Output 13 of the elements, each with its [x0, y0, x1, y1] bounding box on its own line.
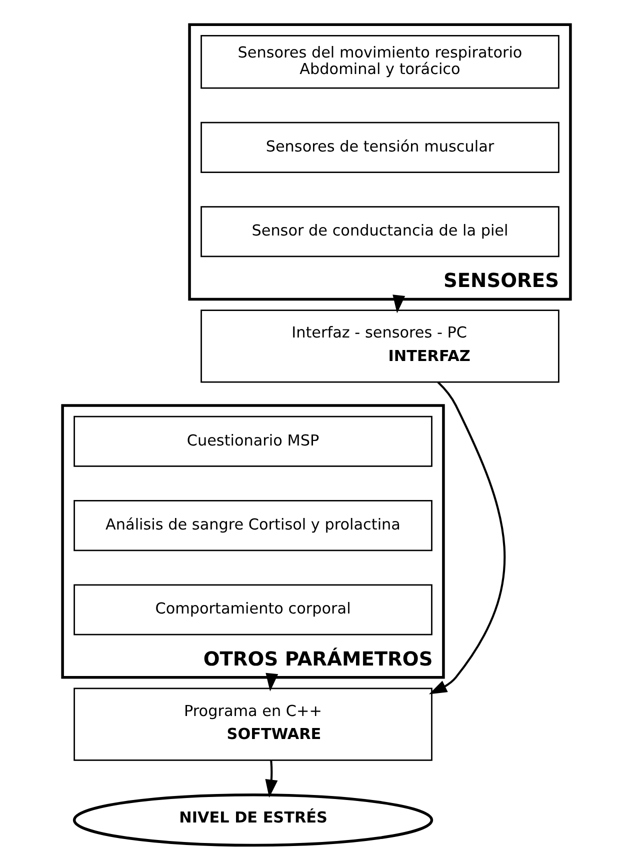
arrow [265, 760, 278, 798]
node-box: Sensor de conductancia de la piel [200, 206, 560, 258]
node-box: Sensores de tensión muscular [200, 122, 560, 173]
arrow [392, 294, 406, 314]
node-box: Comportamiento corporal [74, 584, 432, 636]
node-box: Programa en C++ SOFTWARE [74, 688, 432, 761]
node-box: Cuestionario MSP [74, 416, 432, 467]
arrow [428, 381, 506, 694]
node-box: Interfaz - sensores - PC INTERFAZ [200, 310, 560, 383]
arrow [266, 672, 278, 692]
node-box: Sensores del movimiento respiratorio Abdominal y torácico [200, 34, 560, 89]
node-box: Análisis de sangre Cortisol y prolactina [74, 500, 432, 552]
node-ellipse: NIVEL DE ESTRÉS [72, 793, 434, 847]
